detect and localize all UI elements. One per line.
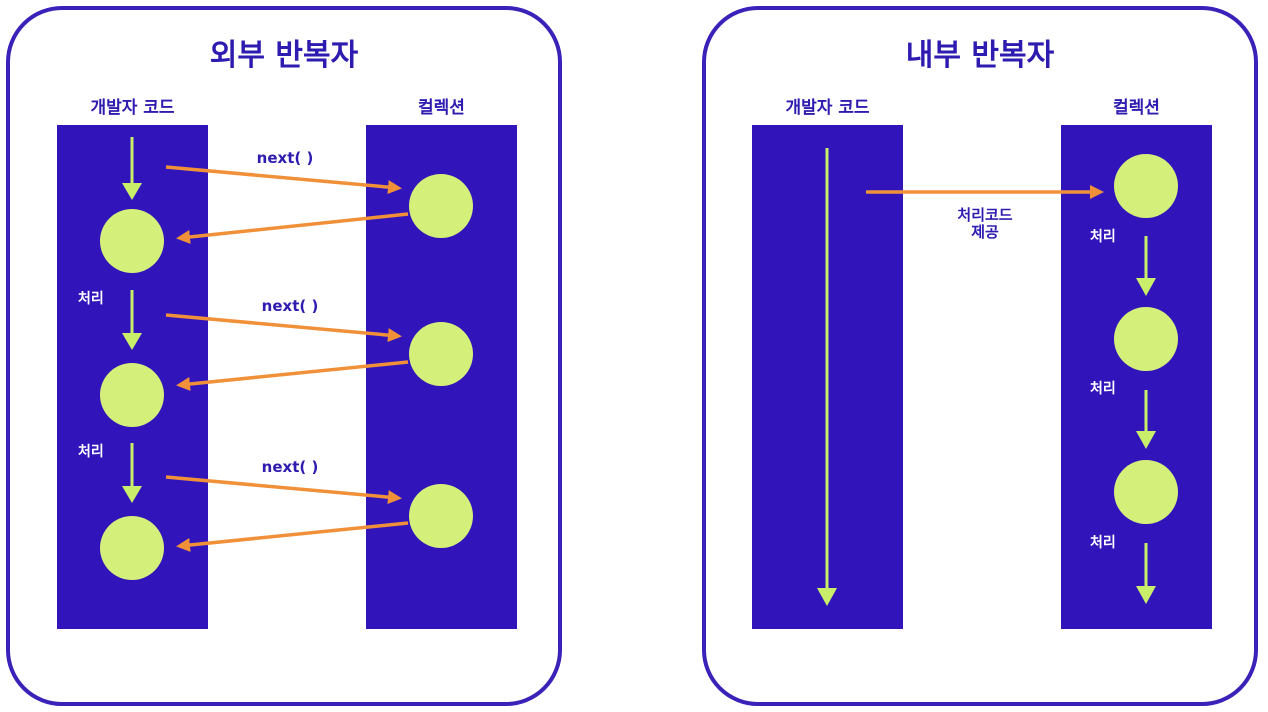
external-return-arrow: [176, 521, 409, 552]
internal-collection-node: [1114, 460, 1178, 524]
internal-dev-code-label: 개발자 코드: [785, 98, 870, 118]
external-dev-code-label: 개발자 코드: [90, 98, 175, 118]
internal-provide-code-label: 처리코드 제공: [930, 207, 1040, 241]
external-return-arrow: [176, 360, 409, 391]
external-next-call-label: next( ): [261, 458, 319, 476]
internal-iterator-title: 내부 반복자: [905, 38, 1055, 73]
external-next-call-arrow: [165, 165, 402, 195]
external-dev-node: [100, 209, 164, 273]
internal-provide-code-line1: 처리코드: [957, 206, 1013, 224]
external-next-call-label: next( ): [261, 297, 319, 315]
external-next-call-label: next( ): [256, 149, 314, 167]
external-collection-node: [409, 484, 473, 548]
external-step-arrow: [122, 137, 142, 200]
external-process-label: 처리: [78, 291, 104, 307]
internal-collection-node: [1114, 307, 1178, 371]
external-collection-node: [409, 322, 473, 386]
external-dev-node: [100, 516, 164, 580]
internal-step-arrow: [1136, 543, 1156, 604]
external-step-arrow: [122, 290, 142, 350]
internal-provide-code-line2: 제공: [971, 223, 999, 241]
external-step-arrow: [122, 443, 142, 503]
internal-collection-label: 컬렉션: [1113, 98, 1160, 118]
external-process-label: 처리: [78, 444, 104, 460]
external-collection-label: 컬렉션: [418, 98, 465, 118]
internal-flow-arrow: [817, 148, 837, 606]
external-return-arrow: [176, 212, 409, 244]
internal-process-label: 처리: [1090, 381, 1116, 397]
internal-step-arrow: [1136, 236, 1156, 296]
external-collection-node: [409, 174, 473, 238]
internal-step-arrow: [1136, 390, 1156, 449]
external-iterator-title: 외부 반복자: [209, 38, 359, 73]
internal-collection-node: [1114, 154, 1178, 218]
external-next-call-arrow: [165, 313, 402, 343]
internal-process-label: 처리: [1090, 229, 1116, 245]
external-next-call-arrow: [165, 475, 402, 505]
external-dev-node: [100, 363, 164, 427]
internal-process-label: 처리: [1090, 535, 1116, 551]
